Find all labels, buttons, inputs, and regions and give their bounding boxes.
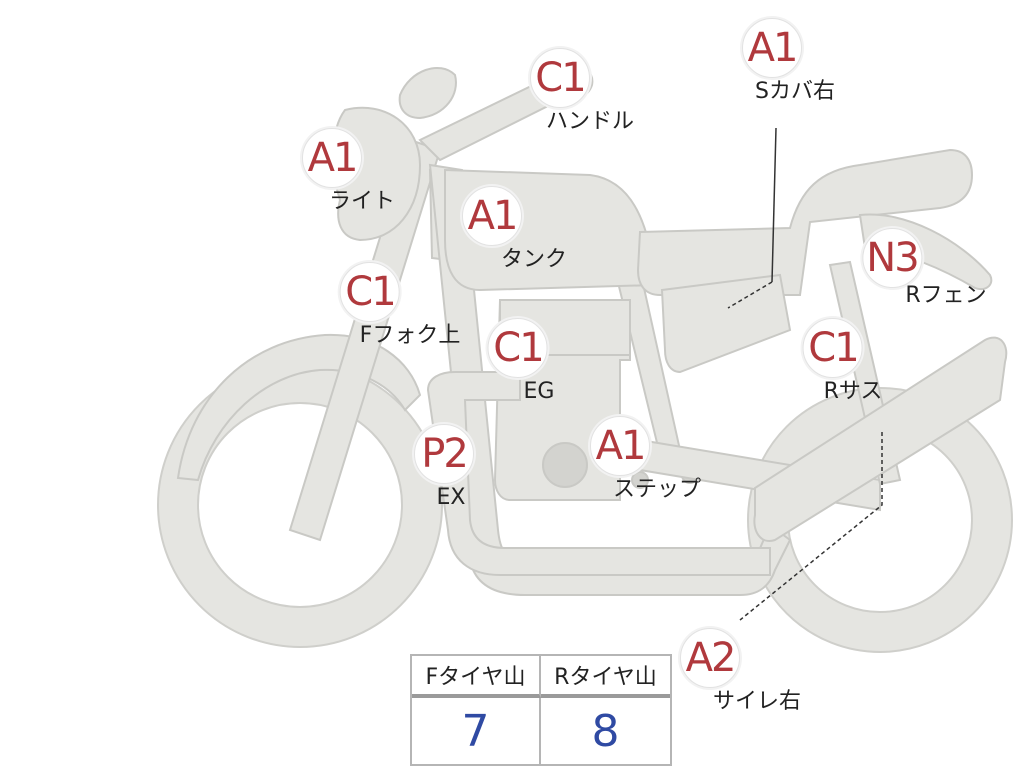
part-label: Fフォク上	[359, 323, 461, 348]
callout-tank[interactable]: A1 タンク	[417, 186, 567, 272]
part-label: タンク	[500, 247, 568, 272]
side-cover	[660, 273, 792, 374]
grade-value: A1	[307, 135, 359, 181]
callout-muffler[interactable]: A2 サイレ右	[619, 628, 801, 714]
grade-value: A1	[747, 25, 799, 71]
grade-value: N3	[866, 235, 919, 281]
part-label: Rサス	[823, 379, 883, 404]
grade-value: C1	[808, 325, 859, 371]
part-label: EG	[523, 379, 555, 404]
callout-ffork[interactable]: C1 Fフォク上	[280, 262, 461, 348]
grade-badge: A2	[679, 628, 740, 688]
muffler	[753, 336, 1008, 542]
rear-tread-value: 8	[591, 705, 620, 757]
front-tread-value: 7	[412, 698, 541, 764]
grade-badge: A1	[301, 128, 362, 188]
grade-badge: C1	[340, 262, 400, 322]
grade-badge: N3	[861, 228, 922, 288]
callout-light[interactable]: A1 ライト	[269, 128, 395, 214]
grade-badge: A1	[742, 18, 802, 78]
grade-badge: C1	[529, 48, 590, 108]
front-tyre	[158, 363, 442, 647]
seat	[636, 148, 974, 296]
grade-badge: P2	[414, 424, 474, 484]
part-label: EX	[436, 485, 466, 510]
callout-rsus[interactable]: C1 Rサス	[784, 318, 883, 404]
exhaust-pipe	[426, 371, 771, 576]
grade-badge: C1	[487, 318, 548, 378]
grade-badge: A1	[589, 416, 650, 476]
callout-scover[interactable]: A1 Sカバ右	[709, 18, 835, 104]
callout-engine[interactable]: C1 EG	[482, 318, 555, 404]
grade-value: C1	[493, 325, 544, 371]
grade-badge: C1	[802, 318, 863, 378]
grade-value: P2	[421, 431, 469, 477]
front-tread-header: Fタイヤ山	[412, 656, 541, 698]
grade-value: C1	[345, 269, 396, 315]
callout-step[interactable]: A1 ステップ	[539, 416, 701, 502]
leader-muffler	[739, 432, 883, 621]
callout-handle[interactable]: C1 ハンドル	[486, 48, 634, 134]
grade-value: A1	[467, 193, 519, 239]
callout-rfender[interactable]: N3 Rフェン	[797, 228, 987, 308]
grade-badge: A1	[461, 186, 522, 246]
part-label: ハンドル	[545, 109, 635, 134]
part-label: サイレ右	[712, 689, 802, 714]
part-label: ステップ	[612, 477, 702, 502]
callout-exhaust[interactable]: P2 EX	[414, 424, 474, 510]
grade-value: A2	[685, 635, 737, 681]
leader-scover	[771, 127, 777, 283]
part-label: Rフェン	[905, 283, 987, 308]
grade-value: C1	[535, 55, 586, 101]
part-label: Sカバ右	[755, 79, 835, 104]
grade-value: A1	[595, 423, 647, 469]
part-label: ライト	[328, 189, 396, 214]
rear-tread-header: Rタイヤ山	[541, 656, 670, 698]
tyre-tread-table: Fタイヤ山 Rタイヤ山 7 8	[410, 654, 672, 766]
